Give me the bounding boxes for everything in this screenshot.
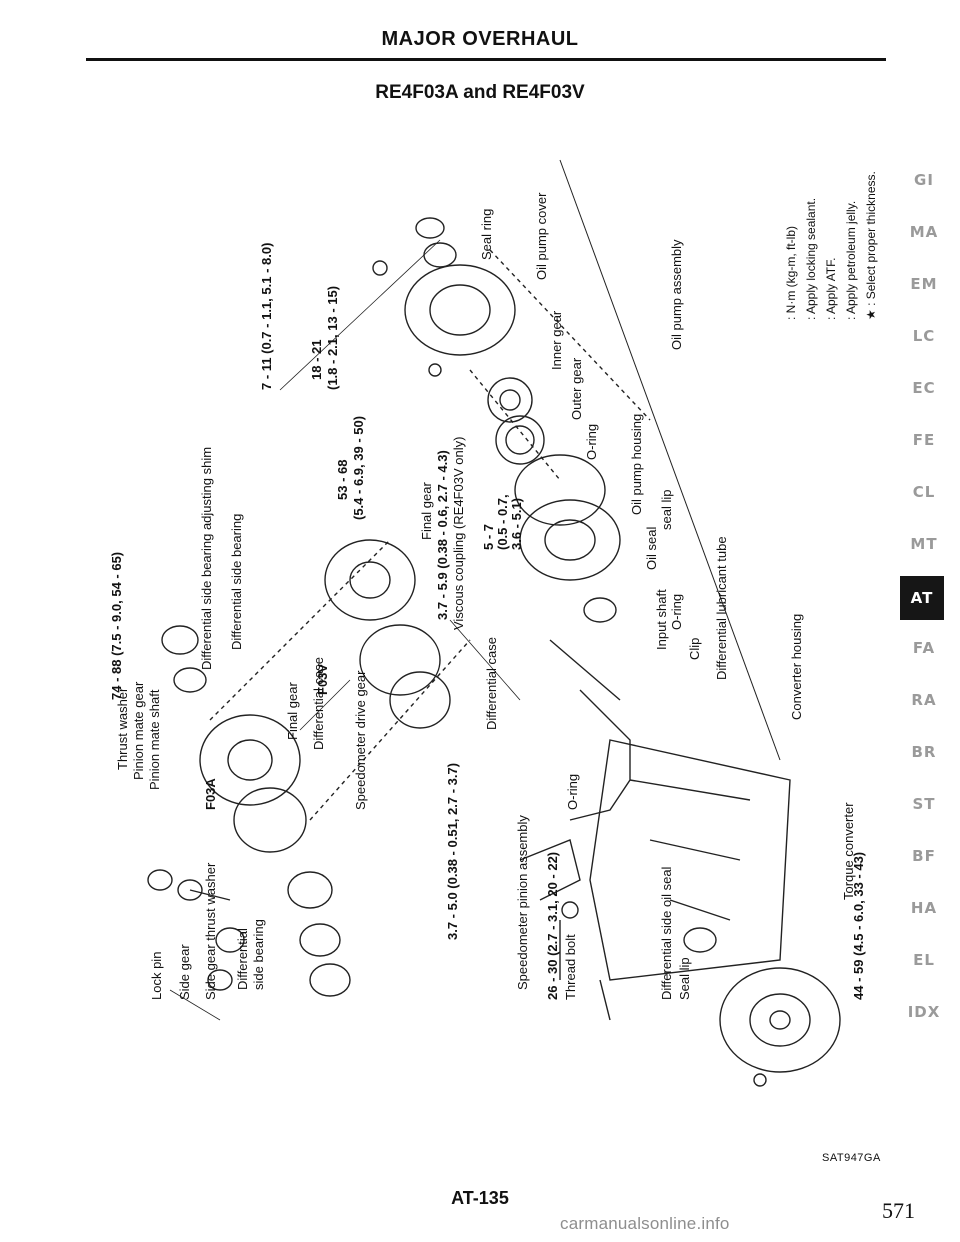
header-divider <box>86 58 886 61</box>
label-pinion-mate-shaft: Pinion mate shaft <box>147 689 162 790</box>
label-oil-pump-cover: Oil pump cover <box>534 192 549 280</box>
label-diff-case-f03v: Differential case <box>484 637 499 730</box>
nav-tab-fe[interactable]: FE <box>912 431 936 449</box>
label-torque-5-7-sub1: (0.5 - 0.7, <box>495 494 510 550</box>
label-speedometer-pinion-assembly: Speedometer pinion assembly <box>515 815 530 990</box>
label-thrust-washer: Thrust washer <box>115 687 130 770</box>
label-torque-53-68-sub: (5.4 - 6.9, 39 - 50) <box>351 415 366 520</box>
label-diff-case-f03a: Differential case <box>311 657 326 750</box>
label-seal-lip-diff: Seal lip <box>677 957 692 1000</box>
label-seal-lip: seal lip <box>659 489 674 530</box>
label-torque-26-30: 26 - 30 (2.7 - 3.1, 20 - 22) <box>545 851 560 1000</box>
nav-tab-ma[interactable]: MA <box>909 223 939 241</box>
label-lock-pin: Lock pin <box>149 951 164 1000</box>
label-diff-side-bearing-left-2: side bearing <box>251 919 266 990</box>
label-diff-side-bearing-left-1: Differential <box>235 928 250 990</box>
legend-units: : N·m (kg-m, ft-lb) <box>784 226 798 320</box>
nav-tab-at[interactable]: AT <box>900 576 944 620</box>
label-torque-7-11: 7 - 11 (0.7 - 1.1, 5.1 - 8.0) <box>259 242 274 390</box>
section-subtitle: RE4F03A and RE4F03V <box>375 82 585 103</box>
label-pinion-mate-gear: Pinion mate gear <box>131 681 146 780</box>
watermark: carmanualsonline.info <box>560 1214 730 1233</box>
label-outer-gear: Outer gear <box>569 357 584 420</box>
label-side-gear-thrust-washer: Side gear thrust washer <box>203 862 218 1000</box>
legend-petroleum: : Apply petroleum jelly. <box>844 200 858 320</box>
label-diff-side-bearing: Differential side bearing <box>229 513 244 650</box>
label-seal-ring: Seal ring <box>479 208 494 260</box>
page-code: AT-135 <box>451 1188 509 1208</box>
legend-star: ★ : Select proper thickness. <box>864 171 878 320</box>
label-torque-44-59: 44 - 59 (4.5 - 6.0, 33 - 43) <box>851 851 866 1000</box>
label-diff-lubricant-tube: Differential lubricant tube <box>714 536 729 680</box>
label-f03a: F03A <box>203 778 218 810</box>
label-diff-side-oil-seal: Differential side oil seal <box>659 866 674 1000</box>
exploded-view-drawing <box>147 159 841 1087</box>
figure-code: SAT947GA <box>822 1152 881 1164</box>
label-oil-pump-assembly: Oil pump assembly <box>669 239 684 350</box>
label-torque-18-21: 18 - 21 <box>309 339 324 380</box>
legend-atf: : Apply ATF. <box>824 257 838 320</box>
label-inner-gear: Inner gear <box>549 310 564 370</box>
nav-tab-cl[interactable]: CL <box>912 483 936 501</box>
nav-tab-ra[interactable]: RA <box>911 691 937 709</box>
label-final-gear-f03v: Final gear <box>419 482 434 540</box>
label-o-ring-input: O-ring <box>669 593 684 630</box>
legend: : N·m (kg-m, ft-lb) : Apply locking seal… <box>776 171 896 520</box>
label-viscous-coupling: Viscous coupling (RE4F03V only) <box>451 436 466 630</box>
label-torque-5-7: 5 - 7 <box>481 523 496 550</box>
label-input-shaft: Input shaft <box>654 589 669 650</box>
nav-tab-lc[interactable]: LC <box>912 327 936 345</box>
label-final-gear-f03a: Final gear <box>285 682 300 740</box>
label-o-ring-pump: O-ring <box>584 423 599 460</box>
label-speedometer-drive-gear: Speedometer drive gear <box>353 670 368 810</box>
label-converter-housing: Converter housing <box>789 613 804 720</box>
label-diff-side-bearing-shim: Differential side bearing adjusting shim <box>199 446 214 670</box>
page-number: 571 <box>882 1198 915 1223</box>
label-o-ring-speedo: O-ring <box>565 773 580 810</box>
nav-tab-st[interactable]: ST <box>912 795 936 813</box>
label-side-gear: Side gear <box>177 944 192 1000</box>
legend-sealant: : Apply locking sealant. <box>804 197 818 320</box>
label-torque-18-21-sub: (1.8 - 2.1, 13 - 15) <box>325 285 340 390</box>
nav-tab-fa[interactable]: FA <box>912 639 936 657</box>
nav-tab-mt[interactable]: MT <box>910 535 938 553</box>
nav-tab-idx[interactable]: IDX <box>907 1003 941 1021</box>
label-torque-3-7-5-9: 3.7 - 5.9 (0.38 - 0.6, 2.7 - 4.3) <box>435 450 450 620</box>
nav-tab-el[interactable]: EL <box>913 951 935 969</box>
exploded-view-diagram: Seal ring Oil pump cover Oil pump assemb… <box>90 120 890 1120</box>
page-header-title: MAJOR OVERHAUL <box>381 28 579 50</box>
nav-tab-bf[interactable]: BF <box>912 847 936 865</box>
label-oil-seal: Oil seal <box>644 526 659 570</box>
label-torque-74-88: 74 - 88 (7.5 - 9.0, 54 - 65) <box>109 551 124 700</box>
nav-tab-em[interactable]: EM <box>910 275 938 293</box>
nav-tab-br[interactable]: BR <box>911 743 937 761</box>
label-oil-pump-housing: Oil pump housing <box>629 413 644 515</box>
label-torque-53-68: 53 - 68 <box>335 459 350 500</box>
nav-tab-gi[interactable]: GI <box>914 171 934 189</box>
label-torque-5-7-sub2: 3.6 - 5.1) <box>509 497 524 550</box>
label-torque-3-7-5-0: 3.7 - 5.0 (0.38 - 0.51, 2.7 - 3.7) <box>445 762 460 940</box>
nav-tab-ec[interactable]: EC <box>912 379 936 397</box>
nav-tab-ha[interactable]: HA <box>910 899 938 917</box>
label-clip: Clip <box>687 637 702 660</box>
label-thread-bolt: Thread bolt <box>563 934 578 1000</box>
